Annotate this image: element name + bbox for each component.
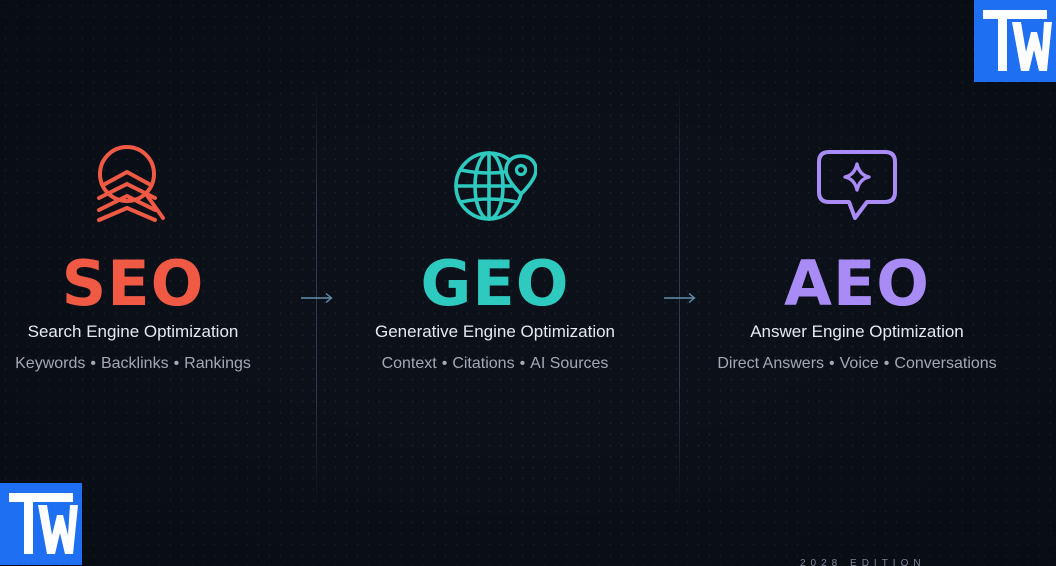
edition-label: 2028 EDITION <box>800 558 926 566</box>
aeo-title: AEO <box>783 247 931 320</box>
tag: Direct Answers <box>717 355 825 372</box>
brand-logo-top-right <box>974 0 1056 82</box>
geo-title: GEO <box>420 247 570 320</box>
tag-separator: • <box>90 355 96 372</box>
seo-column: SEO Search Engine Optimization Keywords•… <box>0 0 293 566</box>
globe-location-pin-icon <box>454 151 537 221</box>
aeo-tags: Direct Answers•Voice•Conversations <box>697 353 1017 375</box>
tag-separator: • <box>519 355 526 372</box>
tag: Citations <box>452 355 515 372</box>
tag: Keywords <box>15 355 86 372</box>
tag: AI Sources <box>530 355 609 372</box>
tw-logo-icon <box>9 493 78 554</box>
seo-tags: Keywords•Backlinks•Rankings <box>0 353 293 375</box>
arrow-right-icon <box>301 292 333 304</box>
aeo-column: AEO Answer Engine Optimization Direct An… <box>697 0 1017 566</box>
tag: Backlinks <box>100 355 169 372</box>
tag-separator: • <box>441 355 448 372</box>
geo-tags: Context•Citations•AI Sources <box>335 353 655 375</box>
tag-separator: • <box>883 355 890 372</box>
brand-logo-bottom-left <box>0 483 82 565</box>
chat-bubble-sparkle-icon <box>817 150 897 220</box>
seo-title: SEO <box>61 247 205 320</box>
tw-logo-icon <box>983 10 1052 71</box>
magnifier-layers-icon <box>97 145 165 222</box>
seo-fullname: Search Engine Optimization <box>27 322 239 341</box>
tag: Voice <box>839 355 879 372</box>
column-divider-1 <box>316 80 317 510</box>
tag: Rankings <box>184 355 251 372</box>
arrow-right-icon <box>664 292 696 304</box>
geo-column: GEO Generative Engine Optimization Conte… <box>335 0 655 566</box>
column-divider-2 <box>679 80 680 510</box>
geo-fullname: Generative Engine Optimization <box>374 322 616 341</box>
aeo-fullname: Answer Engine Optimization <box>750 322 964 341</box>
tag-separator: • <box>829 355 835 372</box>
tag: Conversations <box>894 355 997 372</box>
tag-separator: • <box>173 355 180 372</box>
tag: Context <box>381 355 437 372</box>
